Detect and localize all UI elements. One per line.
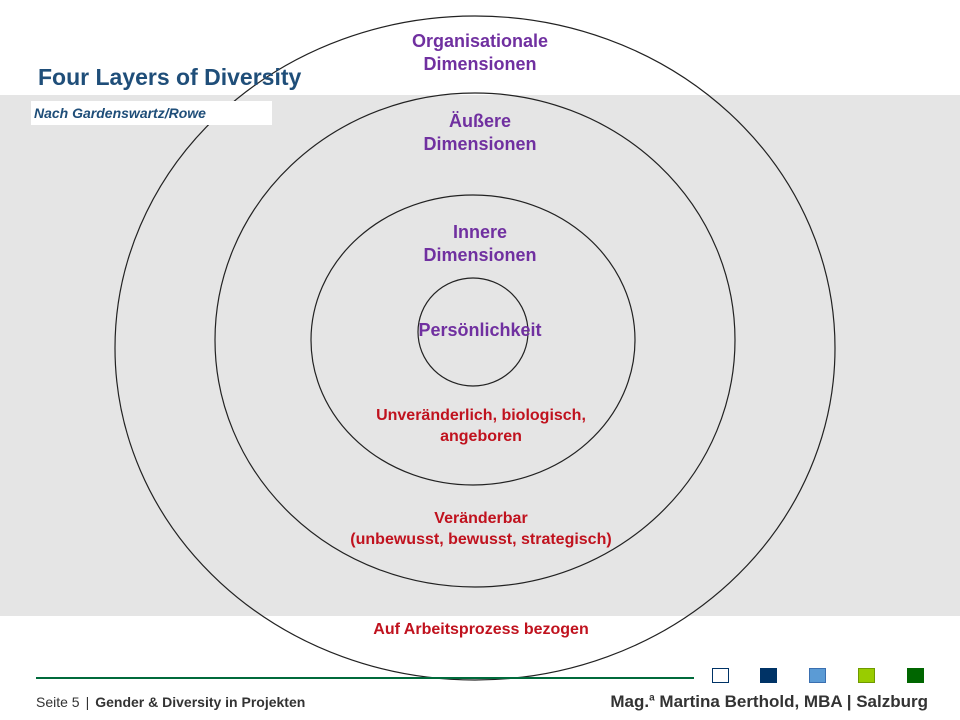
note-internal: Unveränderlich, biologisch, angeboren [281, 406, 681, 448]
middle-ring-external [214, 92, 736, 588]
footer-page-number: Seite 5 [36, 694, 80, 710]
note-external-line1: Veränderbar [434, 510, 528, 527]
subtitle-box: Nach Gardenswartz/Rowe [31, 101, 272, 125]
grey-background-band [0, 95, 960, 616]
label-organisational-dimensions: Organisationale Dimensionen [330, 30, 630, 77]
label-organisational-line1: Organisationale [411, 31, 549, 51]
footer-square-navy [760, 668, 777, 683]
footer-author-name: Martina Berthold, MBA | Salzburg [654, 692, 928, 711]
footer-left: Seite 5 | Gender & Diversity in Projekten [36, 694, 305, 710]
footer-author-sup: a [649, 692, 655, 704]
label-external-line2: Dimensionen [423, 134, 537, 155]
slide-title: Four Layers of Diversity [38, 64, 302, 90]
core-ring-personality [417, 277, 529, 387]
note-organisational: Auf Arbeitsprozess bezogen [373, 621, 589, 638]
footer-square-white [712, 668, 729, 683]
footer-author: Mag.a Martina Berthold, MBA | Salzburg [610, 692, 928, 712]
inner-ring-internal [310, 194, 636, 486]
label-external-line1: Äußere [448, 111, 511, 131]
footer-square-green [907, 668, 924, 683]
note-external: Veränderbar (unbewusst, bewusst, strateg… [256, 509, 706, 551]
slide-subtitle: Nach Gardenswartz/Rowe [34, 105, 206, 121]
note-internal-line1: Unveränderlich, biologisch, [376, 407, 586, 424]
label-external-dimensions: Äußere Dimensionen [330, 110, 630, 157]
label-internal-line2: Dimensionen [423, 245, 537, 266]
footer-square-lightblue [809, 668, 826, 683]
footer-author-title: Mag. [610, 692, 650, 711]
outer-ring-organisational [114, 15, 836, 681]
label-organisational-line2: Dimensionen [423, 54, 537, 75]
note-external-line2: (unbewusst, bewusst, strategisch) [350, 530, 612, 548]
label-internal-dimensions: Innere Dimensionen [330, 221, 630, 268]
note-internal-line2: angeboren [440, 427, 522, 445]
footer-course: Gender & Diversity in Projekten [95, 694, 306, 710]
footer-divider [36, 677, 694, 679]
label-internal-line1: Innere [452, 222, 508, 242]
label-personality: Persönlichkeit [418, 320, 542, 340]
footer-separator: | [85, 694, 90, 710]
footer-square-lime [858, 668, 875, 683]
